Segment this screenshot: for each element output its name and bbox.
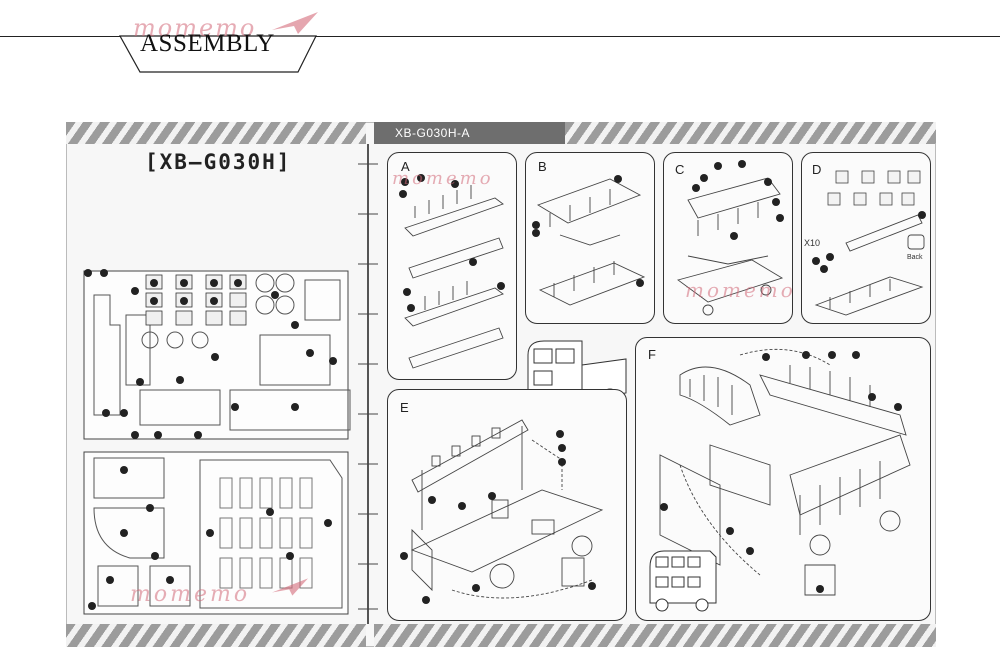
page-title: ASSEMBLY	[140, 30, 275, 57]
watermark-step-a: momemo	[392, 168, 494, 189]
step-c-diagram	[676, 160, 784, 316]
parts-board-upper	[83, 269, 351, 440]
step-a-diagram	[399, 174, 505, 369]
step-label-b: B	[538, 159, 547, 174]
watermark-lower-left: momemo	[130, 582, 251, 607]
step-e-diagram	[400, 419, 604, 604]
step-d-back-note: Back	[907, 254, 923, 261]
step-label-c: C	[675, 162, 685, 177]
step-label-e: E	[400, 400, 409, 415]
plane-icon	[272, 12, 318, 34]
header-tab	[118, 35, 317, 73]
model-code-a: XB-G030H-A	[395, 126, 471, 140]
header-rule	[0, 36, 1000, 37]
model-code: [XB–G030H]	[145, 150, 292, 174]
ruler-ticks	[358, 163, 378, 610]
hatch-strip-bottom-left	[66, 624, 366, 647]
watermark-step-c: momemo	[685, 278, 796, 302]
plane-icon	[272, 578, 308, 596]
step-label-a: A	[401, 159, 410, 174]
step-f-diagram	[649, 348, 911, 612]
hatch-strip-bottom-right	[374, 624, 936, 647]
sheet-divider	[367, 144, 369, 624]
step-label-d: D	[812, 162, 822, 177]
hatch-strip-top-left	[66, 122, 366, 144]
step-panel-a	[387, 152, 517, 380]
step-d-diagram	[812, 170, 926, 316]
step-panel-b	[525, 152, 655, 324]
hatch-strip-top-right	[565, 122, 936, 144]
step-d-count: X10	[804, 238, 821, 248]
parts-board-lower	[83, 451, 349, 615]
header-watermark: momemo	[133, 14, 257, 42]
step-b-diagram	[532, 175, 646, 306]
step-label-f: F	[648, 347, 656, 362]
